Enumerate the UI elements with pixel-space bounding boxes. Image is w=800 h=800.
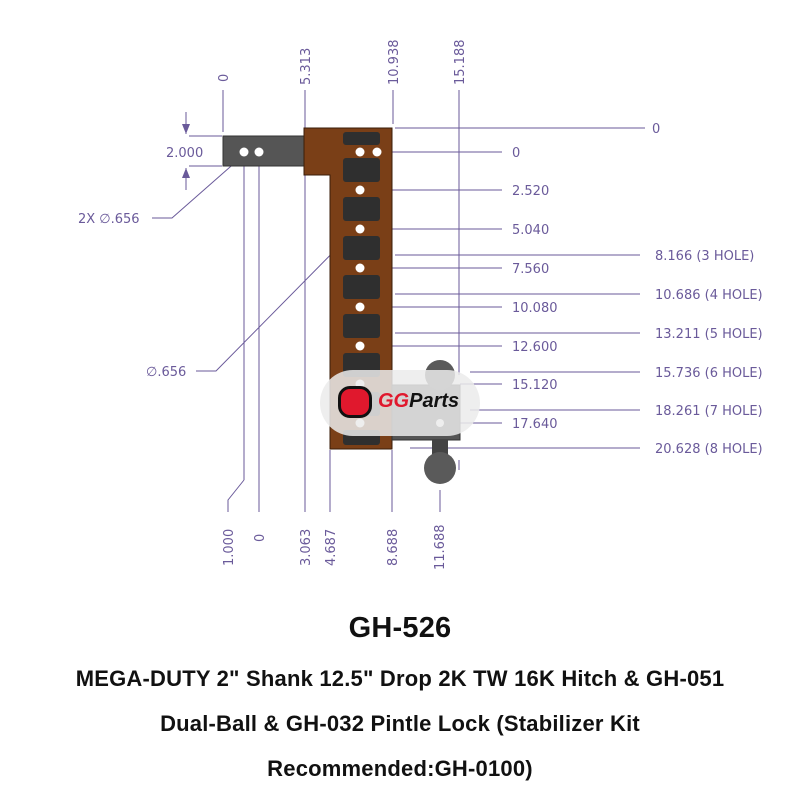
hole-count-dim: 13.211 (5 HOLE)	[655, 327, 763, 342]
hole-count-dim: 8.166 (3 HOLE)	[655, 249, 754, 264]
hole-pos: 17.640	[512, 417, 558, 432]
top-ref-dim: 0	[652, 122, 660, 137]
logo-parts: Parts	[409, 390, 460, 412]
ggparts-logo: GGParts	[320, 370, 480, 436]
product-title: GH-526	[348, 612, 452, 644]
shank	[222, 135, 306, 167]
hole-pos: 2.520	[512, 184, 549, 199]
dim-top-10938: 10.938	[387, 40, 402, 86]
dim-bottom-3063: 3.063	[299, 529, 314, 566]
hole-pos: 5.040	[512, 223, 549, 238]
hole-count-dim: 20.628 (8 HOLE)	[655, 442, 763, 457]
dim-top-5313: 5.313	[299, 48, 314, 85]
shank-height-dim: 2.000	[166, 146, 203, 161]
product-description-line3: Recommended:GH-0100)	[267, 756, 533, 781]
product-description-line2: Dual-Ball & GH-032 Pintle Lock (Stabiliz…	[160, 711, 640, 736]
hole-count-dim: 18.261 (7 HOLE)	[655, 404, 763, 419]
dim-bottom-1000: 1.000	[222, 529, 237, 566]
dim-bottom-0: 0	[253, 534, 268, 542]
dimension-arrows	[182, 124, 190, 178]
hole-count-dim: 10.686 (4 HOLE)	[655, 288, 763, 303]
hole-pos: 12.600	[512, 340, 558, 355]
mascot-icon	[338, 386, 372, 418]
hole-callout: ∅.656	[146, 365, 186, 380]
product-description-line1: MEGA-DUTY 2" Shank 12.5" Drop 2K TW 16K …	[75, 666, 725, 691]
bottom-hitch-ball	[424, 452, 456, 484]
hole-pos: 0	[512, 146, 520, 161]
technical-drawing: 0 5.313 10.938 15.188 1.000 0 3.063 4.68…	[78, 40, 763, 571]
shank-hole-callout: 2X ∅.656	[78, 212, 140, 227]
dim-bottom-11688: 11.688	[433, 525, 448, 571]
shank-hole	[254, 147, 264, 157]
ball-neck	[432, 440, 448, 456]
hole-count-dim: 15.736 (6 HOLE)	[655, 366, 763, 381]
logo-gg: GG	[378, 390, 410, 412]
shank-hole	[239, 147, 249, 157]
dim-top-0: 0	[217, 74, 232, 82]
dimension-lines	[152, 90, 645, 512]
dim-bottom-8688: 8.688	[386, 529, 401, 566]
dim-bottom-4687: 4.687	[324, 529, 339, 566]
hole-pos: 15.120	[512, 378, 558, 393]
hole-pos: 10.080	[512, 301, 558, 316]
hole-pos: 7.560	[512, 262, 549, 277]
dim-top-15188: 15.188	[453, 40, 468, 86]
